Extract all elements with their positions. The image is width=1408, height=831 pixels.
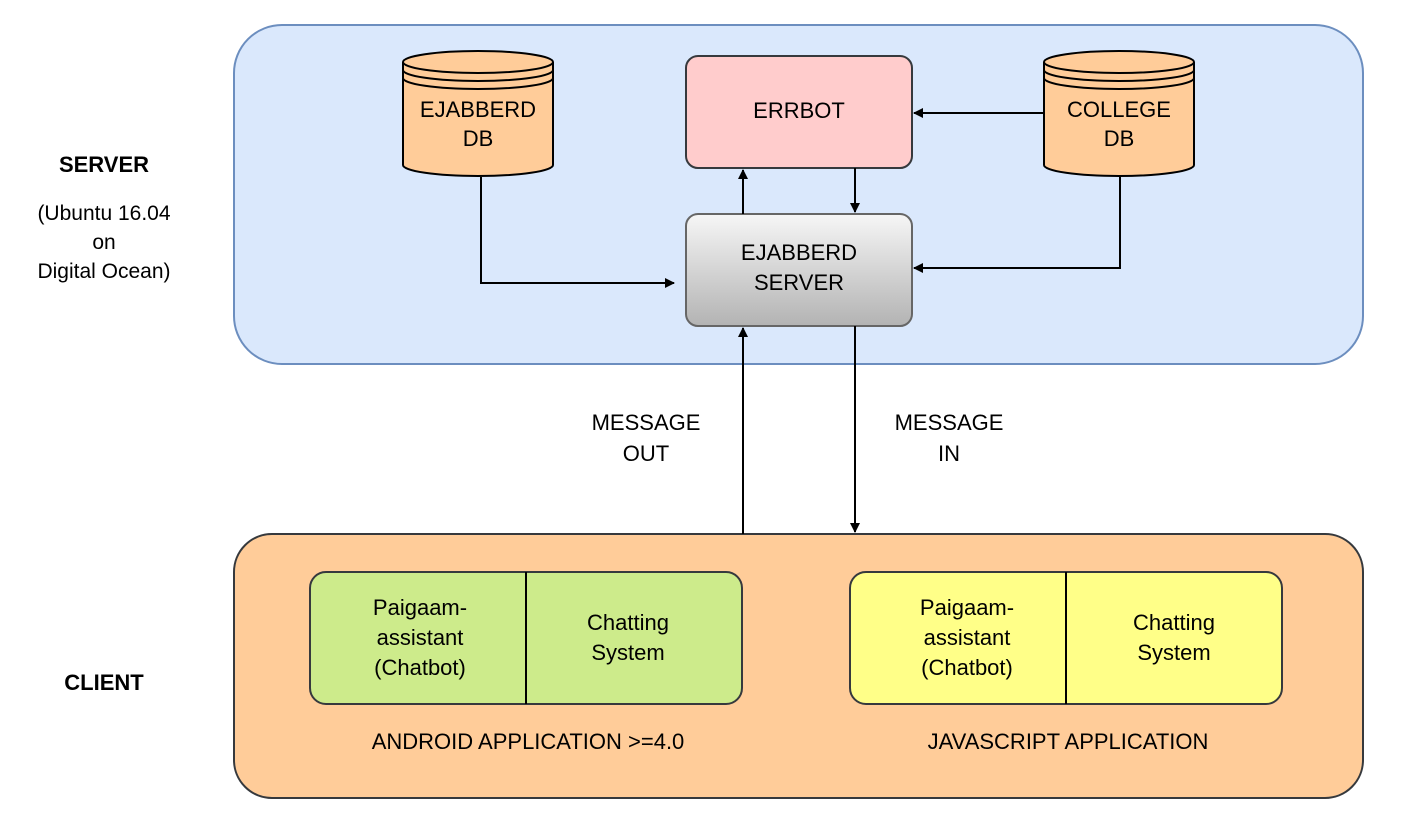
android-app-box: Paigaam- assistant (Chatbot) Chatting Sy…: [309, 571, 743, 705]
android-chatbot-line-1: Paigaam-: [373, 595, 467, 620]
message-out-line-2: OUT: [623, 441, 669, 466]
javascript-app-box: Paigaam- assistant (Chatbot) Chatting Sy…: [849, 571, 1283, 705]
client-label: CLIENT: [64, 670, 144, 695]
javascript-chatbot-line-3: (Chatbot): [921, 655, 1013, 680]
message-in-line-2: IN: [938, 441, 960, 466]
ejabberd-server-line-1: EJABBERD: [741, 240, 857, 265]
college-db-line-2: DB: [1104, 126, 1135, 151]
android-chatting-line-1: Chatting: [587, 610, 669, 635]
server-sub-line-1: (Ubuntu 16.04: [37, 202, 170, 225]
javascript-chatting-line-2: System: [1137, 640, 1210, 665]
javascript-chatbot-line-1: Paigaam-: [920, 595, 1014, 620]
errbot-label: ERRBOT: [753, 98, 845, 123]
college-db-cylinder: COLLEGE DB: [1043, 50, 1195, 177]
ejabberd-db-cylinder: EJABBERD DB: [402, 50, 554, 177]
android-chatting-line-2: System: [591, 640, 664, 665]
ejabberd-db-line-2: DB: [463, 126, 494, 151]
android-app-label: ANDROID APPLICATION >=4.0: [372, 729, 685, 754]
college-db-line-1: COLLEGE: [1067, 97, 1171, 122]
ejabberd-server-line-2: SERVER: [754, 270, 844, 295]
ejabberd-db-line-1: EJABBERD: [420, 97, 536, 122]
javascript-chatbot-line-2: assistant: [924, 625, 1011, 650]
server-label: SERVER: [59, 152, 149, 177]
message-in-line-1: MESSAGE: [895, 410, 1004, 435]
errbot-node: ERRBOT: [685, 55, 913, 169]
ejabberd-server-node: EJABBERD SERVER: [685, 213, 913, 327]
edge-college-db-to-server: [913, 177, 1121, 273]
javascript-app-label: JAVASCRIPT APPLICATION: [928, 729, 1209, 754]
edge-ejabberd-db-to-server: [480, 177, 675, 288]
android-chatbot-line-2: assistant: [377, 625, 464, 650]
message-out-line-1: MESSAGE: [592, 410, 701, 435]
javascript-chatting-line-1: Chatting: [1133, 610, 1215, 635]
server-sub-line-3: Digital Ocean): [37, 260, 170, 283]
android-chatbot-line-3: (Chatbot): [374, 655, 466, 680]
server-sub-line-2: on: [92, 231, 115, 254]
